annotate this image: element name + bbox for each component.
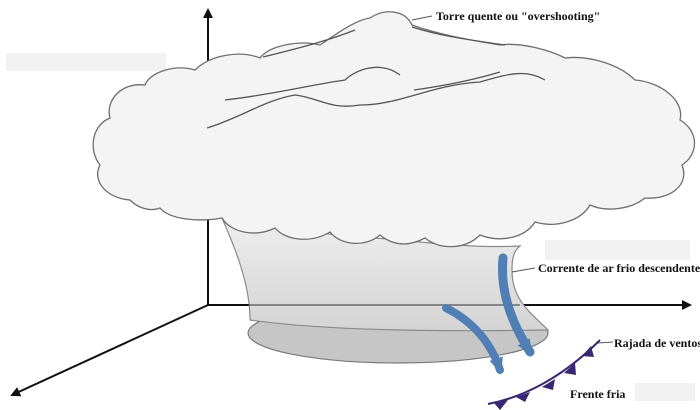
cloud-contour-top <box>411 26 506 46</box>
cloud-contour-2 <box>224 66 401 101</box>
label-gust: Rajada de ventos <box>614 336 700 350</box>
depth-axis <box>10 304 209 397</box>
front-triangle-1 <box>494 400 508 410</box>
downdraft-arrow-1 <box>498 253 535 357</box>
leader-downdraft <box>511 267 536 273</box>
cloud-contour-4 <box>413 71 501 91</box>
leader-gust <box>597 341 614 344</box>
cloud-contour-1 <box>262 29 356 58</box>
blank-label-area-left <box>6 53 166 71</box>
downdraft-arrow-2 <box>442 304 504 374</box>
front-triangle-3 <box>542 379 555 390</box>
cloud-contour-3 <box>206 72 546 129</box>
blank-label-area-right <box>545 240 690 260</box>
blank-label-area-bottom <box>635 383 695 401</box>
front-triangle-2 <box>516 392 530 402</box>
front-triangle-5 <box>582 346 594 357</box>
cloud-body <box>92 11 695 248</box>
label-overshooting-top: Torre quente ou "overshooting" <box>436 9 600 23</box>
front-triangle-4 <box>564 363 576 375</box>
label-cold-front: Frente fria <box>570 387 625 401</box>
leader-overshoot <box>411 15 433 21</box>
label-cold-downdraft: Corrente de ar frio descendente <box>538 261 700 275</box>
